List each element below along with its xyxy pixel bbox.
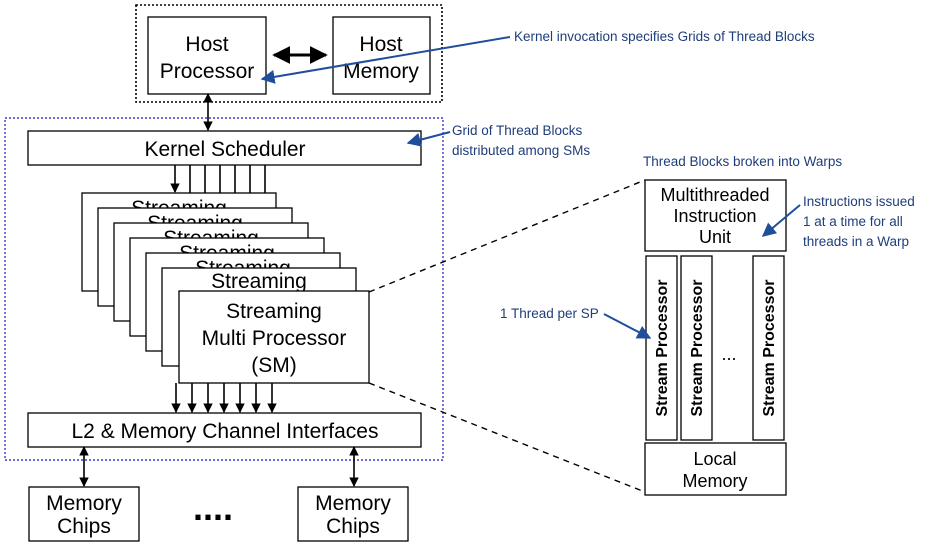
- instructions-annotation-line-3: threads in a Warp: [803, 234, 909, 249]
- warps-annotation: Thread Blocks broken into Warps: [643, 154, 842, 169]
- memory-chips-right-label-1: Memory: [315, 492, 391, 515]
- kernel-scheduler-label: Kernel Scheduler: [144, 138, 305, 161]
- host-processor-label-2: Processor: [160, 60, 255, 83]
- kernel-scheduler-box: Kernel Scheduler: [27, 130, 422, 166]
- host-processor-box: Host Processor: [147, 16, 267, 95]
- memory-chips-left: Memory Chips: [28, 486, 140, 542]
- gpu-boundary: [4, 117, 444, 461]
- host-memory-box: Host Memory: [332, 16, 431, 95]
- l2-memory-interface-label: L2 & Memory Channel Interfaces: [72, 420, 379, 443]
- zoom-line-top: [368, 179, 646, 293]
- memory-chips-right-label-2: Chips: [326, 515, 380, 538]
- kernel-invocation-annotation: Kernel invocation specifies Grids of Thr…: [514, 29, 815, 44]
- instructions-annotation-pointer: [761, 204, 801, 237]
- instructions-annotation-line-2: 1 at a time for all: [803, 214, 903, 229]
- instructions-annotation-line-1: Instructions issued: [803, 194, 915, 209]
- sm-front-label-1: Streaming: [226, 300, 322, 323]
- instruction-unit-label-1: Multithreaded: [660, 185, 769, 205]
- thread-per-sp-pointer: [603, 313, 652, 339]
- host-memory-label-1: Host: [359, 33, 402, 56]
- local-memory-label-1: Local: [693, 449, 736, 469]
- sm-front-label-2: Multi Processor: [202, 327, 347, 350]
- thread-per-sp-annotation: 1 Thread per SP: [500, 306, 599, 321]
- memory-chips-left-label-2: Chips: [57, 515, 111, 538]
- instruction-unit-label-3: Unit: [699, 227, 731, 247]
- stream-processor-2-label: Stream Processor: [689, 280, 706, 417]
- stream-processor-1: Stream Processor: [645, 255, 678, 441]
- stream-processor-ellipsis: ...: [721, 344, 736, 364]
- sm-box-front: Streaming Multi Processor (SM): [178, 290, 370, 384]
- grid-annotation-line-2: distributed among SMs: [452, 143, 590, 158]
- sm-stack: Streaming Streaming Streaming Streaming …: [81, 192, 370, 384]
- instruction-unit-label-2: Instruction: [673, 206, 756, 226]
- instruction-unit-box: Multithreaded Instruction Unit: [644, 179, 787, 252]
- host-memory-label-2: Memory: [343, 60, 419, 83]
- host-processor-label-1: Host: [185, 33, 228, 56]
- kernel-invocation-pointer: [260, 36, 511, 84]
- stream-processor-2: Stream Processor: [680, 255, 713, 441]
- zoom-line-bottom: [368, 382, 646, 493]
- grid-annotation-pointer: [406, 131, 451, 147]
- memory-chips-left-label-1: Memory: [46, 492, 122, 515]
- host-boundary: [135, 4, 443, 103]
- local-memory-box: Local Memory: [644, 442, 787, 496]
- sm-back-label-6: Streaming: [211, 270, 307, 293]
- l2-memory-interface-box: L2 & Memory Channel Interfaces: [27, 412, 422, 448]
- stream-processor-n: Stream Processor: [752, 255, 785, 441]
- stream-processor-n-label: Stream Processor: [761, 280, 778, 417]
- local-memory-label-2: Memory: [682, 471, 747, 491]
- sm-to-l2-arrows: [171, 383, 277, 413]
- stream-processor-1-label: Stream Processor: [654, 280, 671, 417]
- memory-chips-ellipsis: ....: [193, 487, 233, 528]
- grid-annotation-line-1: Grid of Thread Blocks: [452, 123, 583, 138]
- sm-front-label-3: (SM): [251, 354, 297, 377]
- memory-chips-right: Memory Chips: [297, 486, 409, 542]
